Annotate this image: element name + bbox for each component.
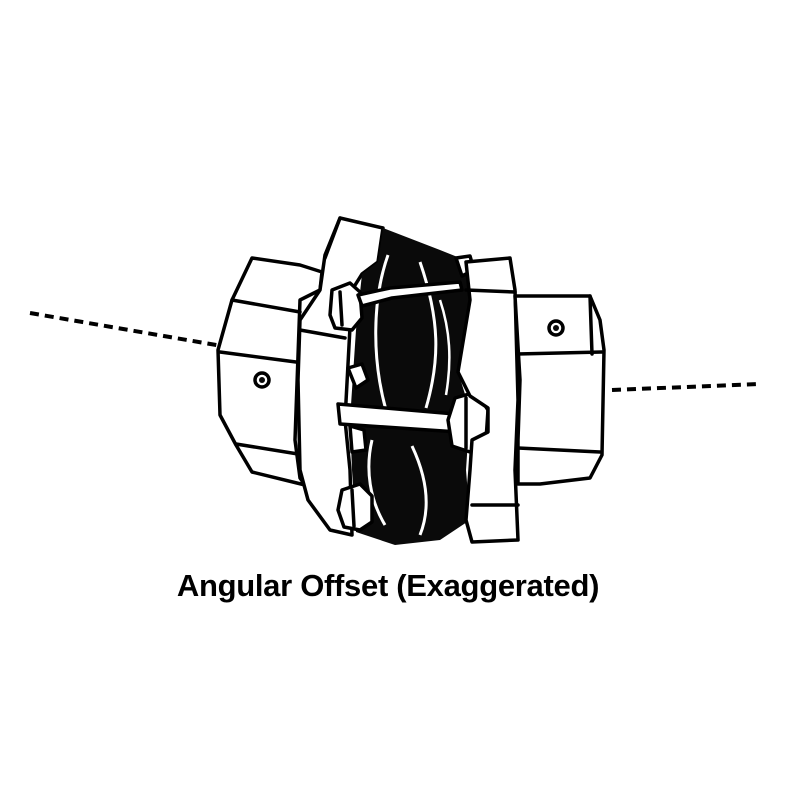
left-centerline [29, 311, 223, 348]
right-centerline [611, 382, 761, 392]
elastomer-element [350, 228, 470, 545]
right-hub [513, 294, 606, 486]
diagram-caption: Angular Offset (Exaggerated) [176, 568, 600, 603]
bolts [328, 254, 490, 532]
